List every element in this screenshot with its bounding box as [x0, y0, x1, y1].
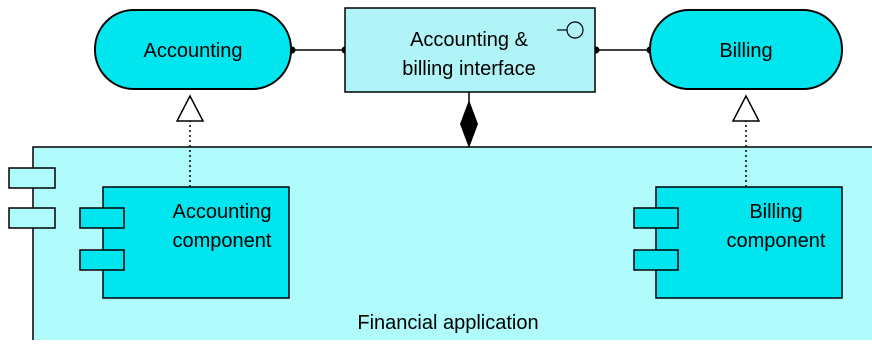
billing-component-port-top: [633, 207, 679, 229]
accounting-component-box: [102, 186, 290, 299]
interface-node[interactable]: Accounting & billing interface: [344, 7, 596, 93]
application-port-bottom: [8, 207, 56, 229]
accounting-component-label-line1: Accounting: [173, 201, 272, 223]
interface-label-line1: Accounting &: [410, 29, 529, 51]
accounting-service-shape: [94, 9, 292, 90]
billing-component-port-bottom: [633, 249, 679, 271]
billing-service-shape: [649, 9, 843, 90]
billing-component-node[interactable]: Billing component: [633, 186, 843, 299]
billing-component-label-line1: Billing: [749, 201, 802, 223]
billing-service-node[interactable]: Billing: [649, 9, 843, 90]
accounting-component-node[interactable]: Accounting component: [79, 186, 290, 299]
accounting-component-port-bottom: [79, 249, 125, 271]
billing-service-label: Billing: [719, 40, 772, 62]
realization-billing-arrowhead: [731, 94, 761, 122]
interface-label-line2: billing interface: [402, 58, 535, 80]
accounting-service-node[interactable]: Accounting: [94, 9, 292, 90]
application-port-top: [8, 167, 56, 189]
billing-component-box: [655, 186, 843, 299]
realization-accounting-arrowhead: [175, 94, 205, 122]
accounting-component-label-line2: component: [173, 230, 272, 252]
billing-component-label-line2: component: [727, 230, 826, 252]
interface-icon: [557, 21, 584, 39]
financial-application-label: Financial application: [357, 312, 538, 334]
accounting-component-port-top: [79, 207, 125, 229]
composition-diamond: [460, 100, 478, 148]
interface-box: [344, 7, 596, 93]
accounting-service-label: Accounting: [144, 40, 243, 62]
